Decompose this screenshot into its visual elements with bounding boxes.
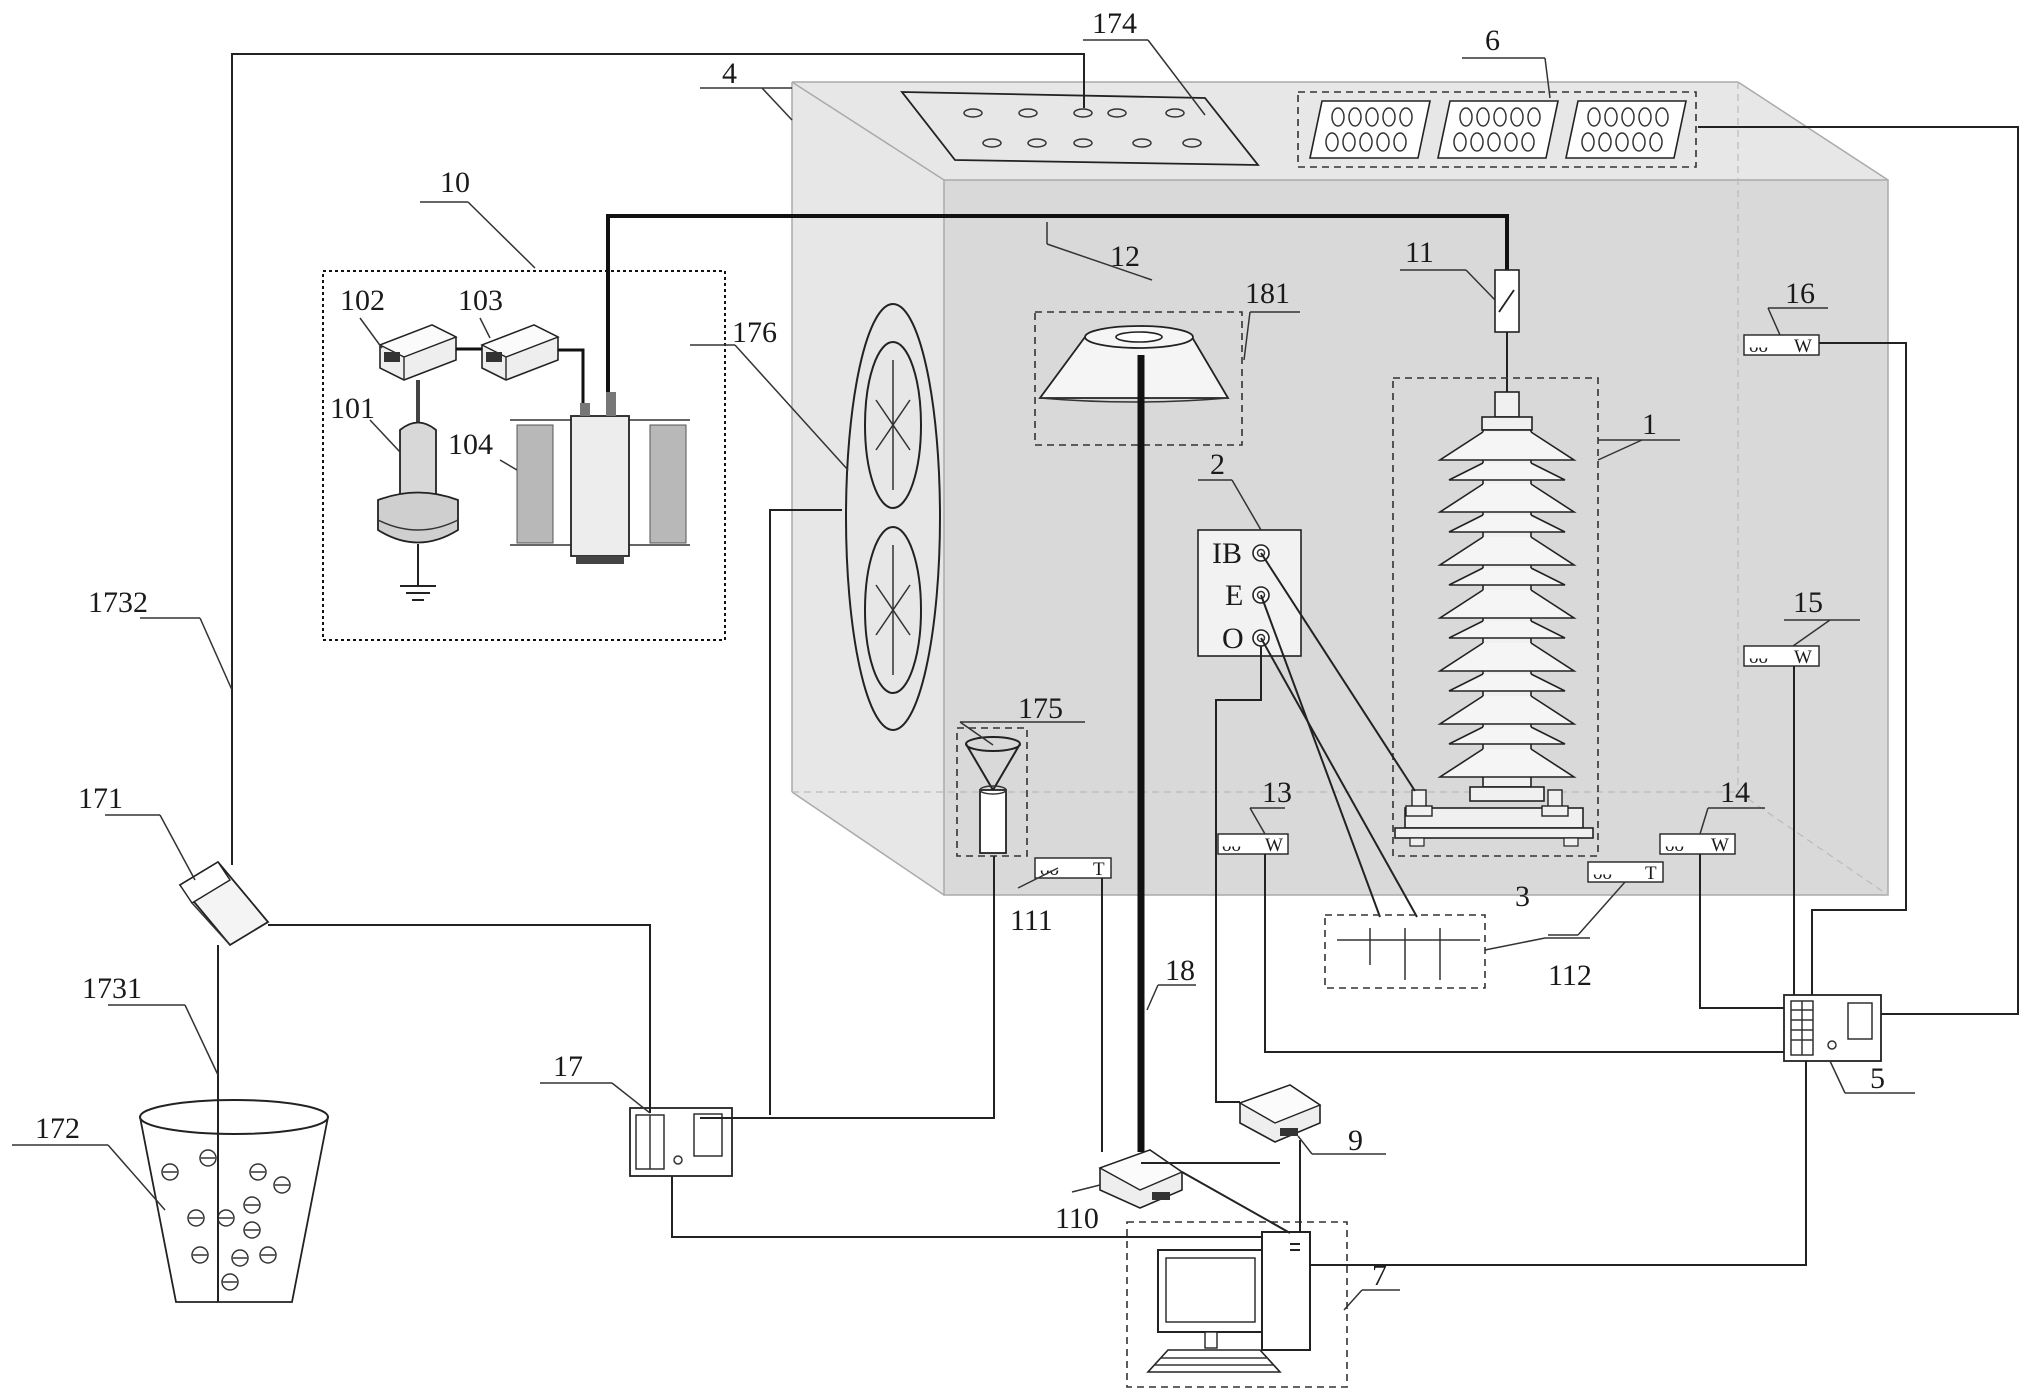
- svg-text:W: W: [1265, 835, 1283, 856]
- label-110: 110: [1055, 1202, 1099, 1235]
- label-3: 3: [1515, 880, 1530, 913]
- wiring: [217, 53, 2019, 1302]
- label-1: 1: [1642, 408, 1657, 441]
- terminal-ib-label: IB: [1212, 537, 1242, 570]
- label-2: 2: [1210, 448, 1225, 481]
- label-6: 6: [1485, 24, 1500, 57]
- device-110: [1098, 1149, 1184, 1209]
- grounding-box: [1324, 914, 1486, 989]
- svg-text:ᴗᴗ: ᴗᴗ: [1222, 835, 1241, 856]
- terminal-o-label: O: [1222, 622, 1244, 655]
- label-171: 171: [78, 782, 123, 815]
- o-lead: [1215, 646, 1262, 1103]
- label-9: 9: [1348, 1124, 1363, 1157]
- switch: [1494, 269, 1520, 392]
- terminal-box: IB E O: [1197, 529, 1302, 657]
- label-15: 15: [1793, 586, 1823, 619]
- label-16: 16: [1785, 277, 1815, 310]
- svg-text:W: W: [1794, 647, 1812, 668]
- label-1731: 1731: [82, 972, 142, 1005]
- part-labels: 4 174 6 10 12 11 181 1 2 176 102 103 101…: [35, 7, 1885, 1292]
- label-11: 11: [1405, 236, 1434, 269]
- label-103: 103: [458, 284, 503, 317]
- controller-5: [1783, 994, 1882, 1062]
- svg-text:ᴗᴗ: ᴗᴗ: [1749, 336, 1768, 357]
- svg-text:ᴗᴗ: ᴗᴗ: [1749, 647, 1768, 668]
- svg-text:T: T: [1645, 863, 1657, 884]
- label-13: 13: [1262, 776, 1292, 809]
- label-4: 4: [722, 57, 737, 90]
- ib-lead: [1260, 552, 1416, 792]
- svg-text:T: T: [1093, 859, 1105, 880]
- label-17: 17: [553, 1050, 583, 1083]
- label-7: 7: [1372, 1259, 1387, 1292]
- sensor-112: ᴗᴗ T: [1587, 861, 1664, 884]
- fan-assembly: [845, 303, 941, 731]
- label-174: 174: [1092, 7, 1137, 40]
- terminal-e-label: E: [1225, 579, 1243, 612]
- label-18: 18: [1165, 954, 1195, 987]
- device-104: [510, 392, 690, 564]
- svg-text:W: W: [1711, 835, 1729, 856]
- label-104: 104: [448, 428, 493, 461]
- controller-17: [629, 1107, 733, 1177]
- e-lead: [1260, 594, 1381, 918]
- power-supply-unit: [322, 270, 726, 641]
- top-spray-panel: [900, 91, 1260, 166]
- svg-text:W: W: [1794, 336, 1812, 357]
- label-176: 176: [732, 316, 777, 349]
- label-10: 10: [440, 166, 470, 199]
- label-181: 181: [1245, 277, 1290, 310]
- water-bucket: [138, 1099, 330, 1303]
- label-175: 175: [1018, 692, 1063, 725]
- dust-feeder: [956, 727, 1028, 857]
- computer: [1126, 1221, 1348, 1388]
- label-1732: 1732: [88, 586, 148, 619]
- ion-generator: [1034, 311, 1243, 446]
- label-14: 14: [1720, 776, 1750, 809]
- svg-text:ᴗᴗ: ᴗᴗ: [1665, 835, 1684, 856]
- spray-pump: [178, 860, 270, 947]
- label-101: 101: [330, 392, 375, 425]
- sensor-14: ᴗᴗ W: [1659, 833, 1736, 856]
- label-12: 12: [1110, 240, 1140, 273]
- leader-lines: [12, 39, 1915, 1311]
- label-172: 172: [35, 1112, 80, 1145]
- device-101: [377, 421, 459, 601]
- sensor-111: ᴗᴗ T: [1034, 857, 1112, 880]
- label-111: 111: [1010, 904, 1053, 937]
- sensor-15: ᴗᴗ W: [1743, 645, 1820, 668]
- sensor-16: ᴗᴗ W: [1743, 334, 1820, 357]
- device-102: [378, 324, 458, 381]
- label-112: 112: [1548, 959, 1592, 992]
- label-5: 5: [1870, 1062, 1885, 1095]
- device-103: [480, 324, 560, 381]
- e-lead-2: [1260, 637, 1418, 918]
- label-102: 102: [340, 284, 385, 317]
- device-9: [1238, 1084, 1322, 1143]
- sensor-13: ᴗᴗ W: [1217, 833, 1289, 856]
- insulator-sample: [1392, 377, 1599, 857]
- lamp-array: [1297, 91, 1697, 168]
- svg-text:ᴗᴗ: ᴗᴗ: [1593, 863, 1612, 884]
